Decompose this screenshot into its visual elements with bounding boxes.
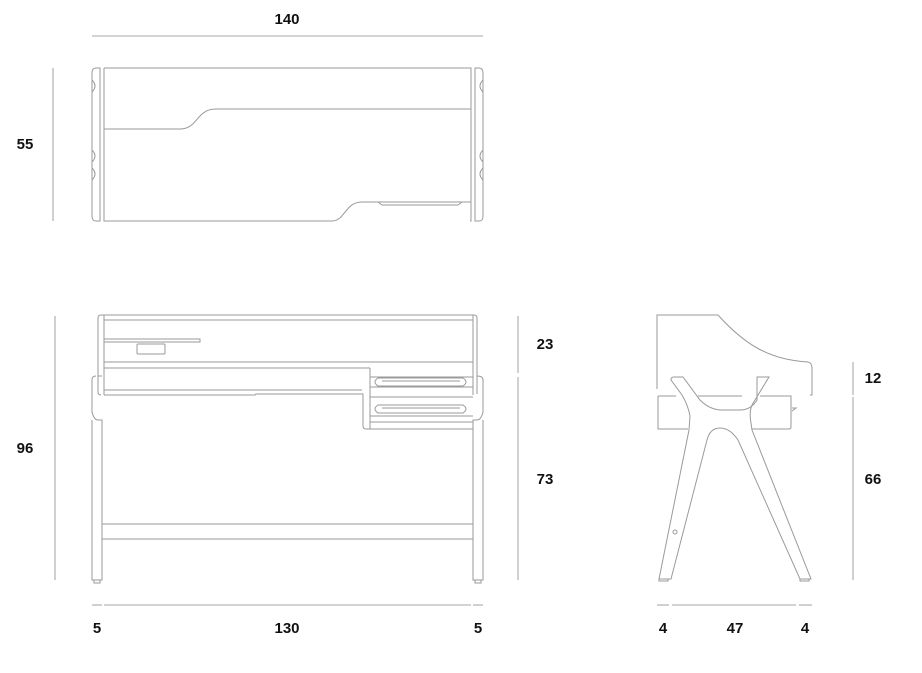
side-knob bbox=[791, 407, 798, 412]
side-left-foot-label: 4 bbox=[659, 620, 668, 637]
side-lower-height-label: 66 bbox=[865, 471, 882, 488]
total-height-label: 96 bbox=[17, 440, 34, 457]
side-cabinet-outline bbox=[656, 314, 813, 430]
right-side-panel bbox=[470, 67, 484, 222]
front-view: 96 23 73 5 130 5 bbox=[17, 314, 554, 637]
depth-label: 55 bbox=[17, 136, 34, 153]
feet bbox=[93, 580, 482, 584]
side-span-label: 47 bbox=[727, 620, 744, 637]
right-leg-label: 5 bbox=[474, 620, 482, 637]
lower-height-label: 73 bbox=[537, 471, 554, 488]
upper-cabinet bbox=[97, 314, 478, 430]
drawers bbox=[369, 368, 473, 429]
upper-height-label: 23 bbox=[537, 336, 554, 353]
left-side-panel bbox=[91, 67, 101, 222]
side-leg-frame bbox=[658, 376, 812, 580]
pull-handle bbox=[136, 343, 166, 355]
side-view: 12 66 4 47 4 bbox=[656, 314, 882, 637]
desktop-outline bbox=[103, 67, 472, 222]
width-label: 140 bbox=[274, 11, 299, 28]
left-leg-label: 5 bbox=[93, 620, 101, 637]
top-view: 140 55 bbox=[17, 11, 484, 222]
side-upper-height-label: 12 bbox=[865, 370, 882, 387]
span-label: 130 bbox=[274, 620, 299, 637]
right-leg bbox=[472, 375, 484, 581]
side-feet bbox=[658, 579, 810, 582]
writing-slide bbox=[104, 338, 201, 343]
hinge-marks bbox=[91, 79, 484, 181]
left-leg bbox=[91, 375, 103, 581]
side-bolt-hole bbox=[672, 529, 678, 535]
handle-recess bbox=[377, 201, 463, 206]
side-right-foot-label: 4 bbox=[801, 620, 810, 637]
stretcher-bar bbox=[102, 523, 473, 540]
